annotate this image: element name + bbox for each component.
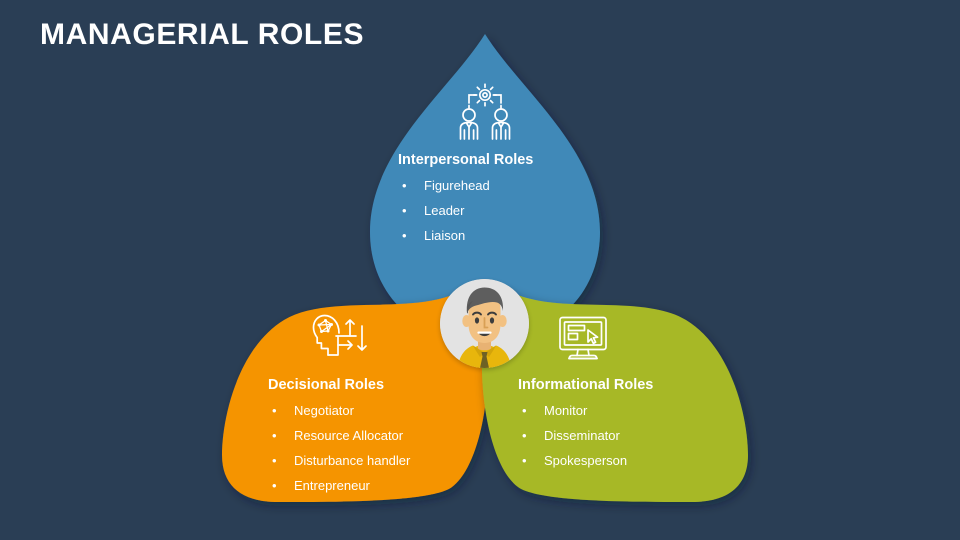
list-item-label: Entrepreneur	[294, 478, 370, 493]
petal-shape-decisional[interactable]	[222, 288, 489, 502]
list-item[interactable]: • Disseminator	[518, 423, 653, 448]
list-item[interactable]: • Leader	[398, 198, 533, 223]
bullet-icon: •	[272, 403, 277, 418]
bullet-icon: •	[402, 178, 407, 193]
petal-content-decisional: Decisional Roles • Negotiator • Resource…	[268, 377, 410, 498]
petal-list-decisional: • Negotiator • Resource Allocator • Dist…	[268, 398, 410, 498]
list-item-label: Disseminator	[544, 428, 620, 443]
bullet-icon: •	[522, 403, 527, 418]
bullet-icon: •	[522, 428, 527, 443]
petal-heading-informational: Informational Roles	[518, 377, 654, 393]
page-title: MANAGERIAL ROLES	[40, 18, 365, 51]
avatar	[440, 279, 529, 368]
petal-shape-interpersonal[interactable]	[370, 34, 600, 340]
list-item[interactable]: • Disturbance handler	[268, 448, 410, 473]
petal-shape-informational[interactable]	[481, 288, 748, 502]
list-item-label: Figurehead	[424, 178, 490, 193]
petal-list-informational: • Monitor • Disseminator • Spokesperson	[518, 398, 653, 473]
head-decision-arrows-icon	[312, 312, 370, 369]
list-item-label: Leader	[424, 203, 465, 218]
list-item[interactable]: • Monitor	[518, 398, 653, 423]
list-item-label: Spokesperson	[544, 453, 628, 468]
list-item-label: Negotiator	[294, 403, 354, 418]
bullet-icon: •	[402, 203, 407, 218]
list-item-label: Resource Allocator	[294, 428, 404, 443]
bullet-icon: •	[272, 453, 277, 468]
list-item[interactable]: • Figurehead	[398, 173, 533, 198]
petal-heading-decisional: Decisional Roles	[268, 377, 385, 393]
monitor-cursor-icon	[558, 316, 608, 367]
petal-list-interpersonal: • Figurehead • Leader • Liaison	[398, 173, 533, 248]
petal-content-informational: Informational Roles • Monitor • Dissemin…	[518, 377, 653, 473]
list-item[interactable]: • Liaison	[398, 223, 533, 248]
list-item[interactable]: • Resource Allocator	[268, 423, 410, 448]
petal-heading-interpersonal: Interpersonal Roles	[398, 152, 534, 168]
list-item[interactable]: • Entrepreneur	[268, 473, 410, 498]
two-people-gear-icon	[452, 82, 518, 145]
list-item-label: Disturbance handler	[294, 453, 411, 468]
bullet-icon: •	[272, 478, 277, 493]
list-item-label: Monitor	[544, 403, 588, 418]
list-item-label: Liaison	[424, 228, 466, 243]
petal-content-interpersonal: Interpersonal Roles • Figurehead • Leade…	[398, 152, 533, 248]
bullet-icon: •	[272, 428, 277, 443]
bullet-icon: •	[522, 453, 527, 468]
list-item[interactable]: • Negotiator	[268, 398, 410, 423]
list-item[interactable]: • Spokesperson	[518, 448, 653, 473]
bullet-icon: •	[402, 228, 407, 243]
